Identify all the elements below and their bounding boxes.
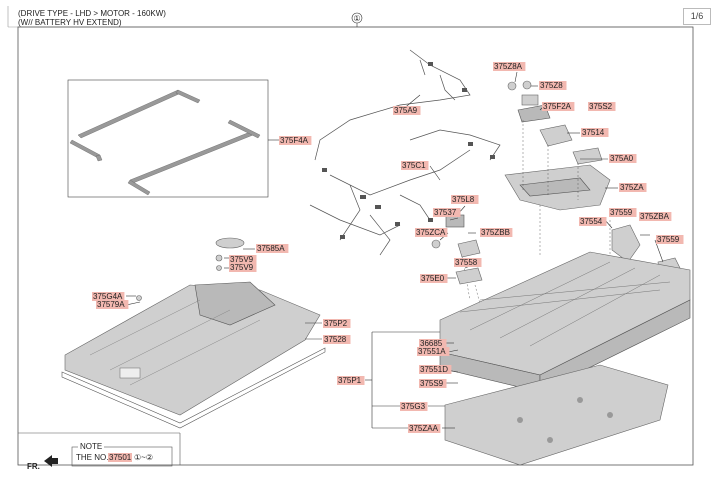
callout-375ZA[interactable]: 375ZA xyxy=(620,183,644,192)
front-label: FR. xyxy=(27,462,40,471)
connector-block xyxy=(455,267,483,285)
floor-cover-bump xyxy=(194,281,276,326)
floor-seal-outline xyxy=(61,347,326,429)
callout-375ZBA[interactable]: 375ZBA xyxy=(640,212,670,221)
header-battery-type: (W// BATTERY HV EXTEND) xyxy=(18,18,122,27)
circle-marker: ① xyxy=(353,14,360,23)
battery-tray xyxy=(439,251,691,393)
callout-37528[interactable]: 37528 xyxy=(324,335,347,344)
callout-37554[interactable]: 37554 xyxy=(580,217,603,226)
callout-labels: 375Z8A 375Z8 375F2A 375S2 37514 375A0 375ZA 375… xyxy=(92,62,684,433)
diagram-frame xyxy=(17,26,694,466)
callout-37559b[interactable]: 37559 xyxy=(657,235,680,244)
callout-375Z8A[interactable]: 375Z8A xyxy=(494,62,523,71)
callout-37558[interactable]: 37558 xyxy=(455,258,478,267)
callout-375ZAA[interactable]: 375ZAA xyxy=(409,424,439,433)
callout-375G4A[interactable]: 375G4A xyxy=(93,292,123,301)
callout-375L8[interactable]: 375L8 xyxy=(452,195,475,204)
wiring-harness xyxy=(309,49,501,256)
callout-37579A[interactable]: 37579A xyxy=(97,300,125,309)
page-indicator[interactable]: 1/6 xyxy=(683,8,711,25)
callout-37551A[interactable]: 37551A xyxy=(418,347,446,356)
callout-375V9b[interactable]: 375V9 xyxy=(230,263,254,272)
callout-375A9[interactable]: 375A9 xyxy=(394,106,418,115)
note-box xyxy=(71,446,173,467)
lower-undercover xyxy=(444,364,669,466)
pad-37585A xyxy=(215,237,245,249)
note-range: ①~② xyxy=(134,453,153,462)
harness-connectors xyxy=(322,62,495,239)
clip-icon xyxy=(136,295,142,301)
seal-inset-box xyxy=(67,79,269,198)
front-arrow-icon xyxy=(44,455,58,467)
battery-management-bracket xyxy=(504,80,611,211)
note-text-prefix: THE NO. xyxy=(76,453,108,462)
header-drive-type: (DRIVE TYPE - LHD > MOTOR - 160KW) xyxy=(18,9,166,18)
note-title: NOTE xyxy=(80,442,102,451)
callout-375F2A[interactable]: 375F2A xyxy=(543,102,572,111)
callout-375G3[interactable]: 375G3 xyxy=(401,402,426,411)
callout-375ZBB[interactable]: 375ZBB xyxy=(481,228,510,237)
callout-37537[interactable]: 37537 xyxy=(434,208,457,217)
callout-375A0[interactable]: 375A0 xyxy=(610,154,634,163)
callout-37585A[interactable]: 37585A xyxy=(257,244,285,253)
undercover-holes xyxy=(517,397,613,443)
callout-375S2[interactable]: 375S2 xyxy=(589,102,613,111)
note-part-number[interactable]: 37501 xyxy=(109,453,132,462)
callout-375ZCA[interactable]: 375ZCA xyxy=(416,228,446,237)
gasket-plate xyxy=(457,239,481,258)
callout-375F4A[interactable]: 375F4A xyxy=(280,136,309,145)
callout-375P1[interactable]: 375P1 xyxy=(338,376,362,385)
callout-375V9a[interactable]: 375V9 xyxy=(230,255,254,264)
callout-375S9[interactable]: 375S9 xyxy=(420,379,444,388)
callout-37514[interactable]: 37514 xyxy=(582,128,605,137)
callout-36685[interactable]: 36685 xyxy=(420,339,443,348)
mounting-bracket-left xyxy=(611,224,641,263)
callout-37551D[interactable]: 37551D xyxy=(420,365,448,374)
callout-37559[interactable]: 37559 xyxy=(610,208,633,217)
seal-strips xyxy=(69,89,261,196)
callout-375Z8[interactable]: 375Z8 xyxy=(540,81,563,90)
callout-375E0[interactable]: 375E0 xyxy=(421,274,445,283)
callout-375P2[interactable]: 375P2 xyxy=(324,319,348,328)
callout-375C1[interactable]: 375C1 xyxy=(402,161,426,170)
bolt-icon xyxy=(431,239,441,249)
